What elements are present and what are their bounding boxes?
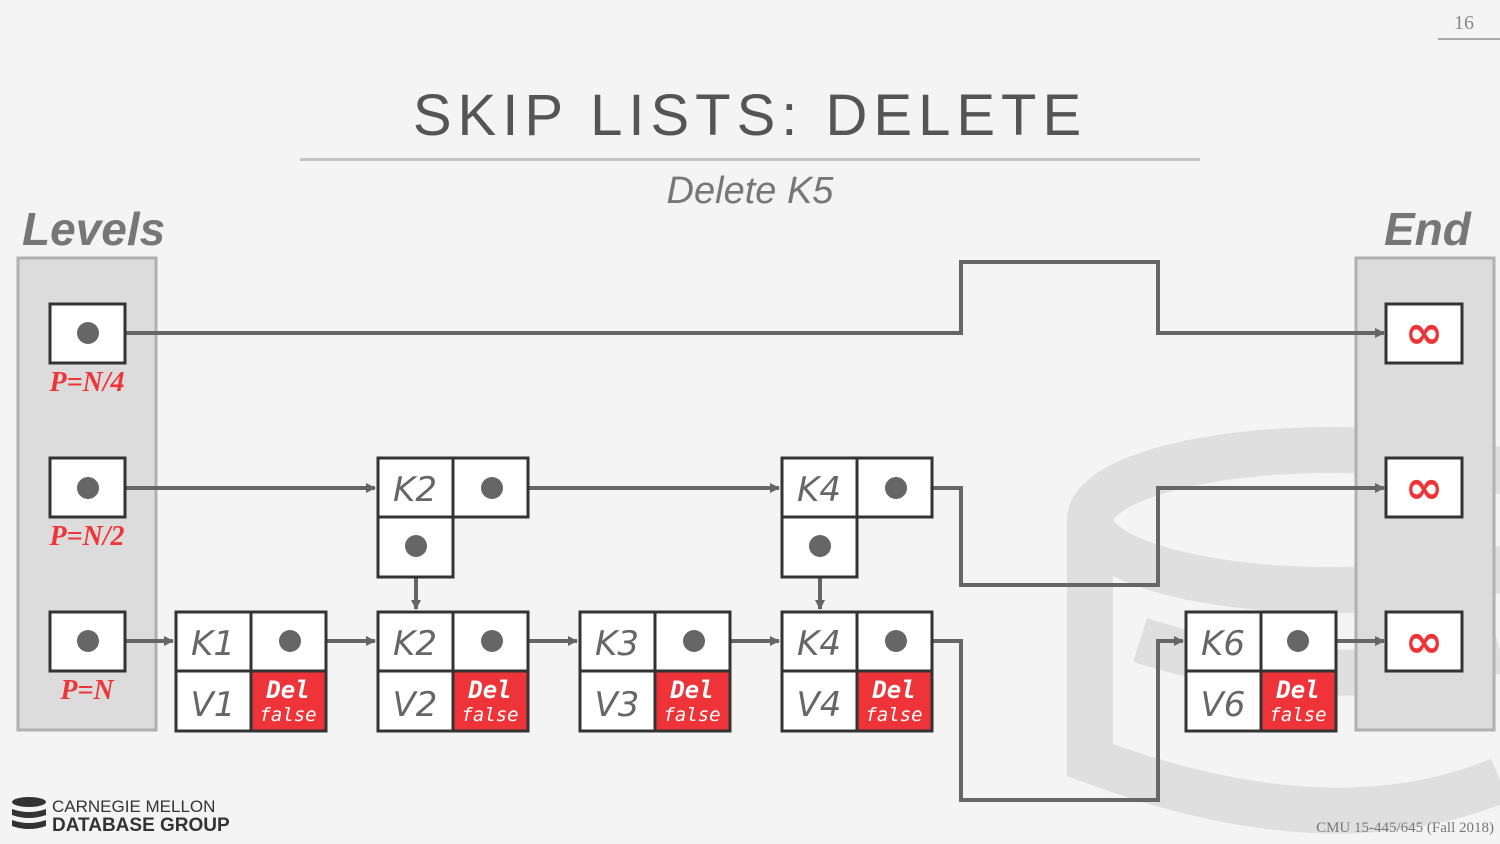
node-key: K4 [797,470,841,510]
pointer-dot [77,322,99,344]
deleted-flag-cell [855,669,934,733]
course-footer: CMU 15-445/645 (Fall 2018) [1316,820,1494,836]
cmu-db-logo-text: CARNEGIE MELLON DATABASE GROUP [52,797,230,835]
flag-label: Del [265,676,309,704]
pointer-dot [1287,630,1309,652]
level3-link [88,260,1385,338]
pointer-dot [77,630,99,652]
logo-line-2: DATABASE GROUP [52,815,230,836]
node-key: K2 [393,470,437,510]
infinity-symbol: ∞ [1405,614,1443,668]
node-key: K2 [393,624,437,664]
flag-label: Del [669,676,713,704]
level1-link-k4-k6 [896,636,1184,802]
node-value: V1 [191,685,236,725]
logo-line-1: CARNEGIE MELLON [52,797,216,816]
level1-node: K2 V2 Del false [376,610,530,733]
deleted-flag-cell [249,669,328,733]
node-key: K3 [595,624,639,664]
deleted-flag-cell [653,669,732,733]
level3-label: P=N/4 [48,367,124,398]
pointer-dot [809,535,831,557]
flag-value: false [1269,704,1326,726]
node-value: V3 [595,685,640,725]
level2-label: P=N/2 [48,521,124,552]
deleted-flag-cell [451,669,530,733]
node-value: V6 [1201,685,1246,725]
end-box-level1 [1384,610,1464,673]
level1-node: K4 V4 Del false [780,610,934,733]
level1-node: K3 V3 Del false [578,610,732,733]
node-key: K6 [1201,624,1245,664]
slide-title: SKIP LISTS: DELETE [412,83,1088,148]
flag-value: false [461,704,518,726]
level1-label: P=N [59,675,115,706]
flag-value: false [663,704,720,726]
level1-node: K6 V6 Del false [1184,610,1338,733]
node-value: V2 [393,685,438,725]
title-rule [300,158,1200,161]
end-label: End [1384,203,1471,255]
pointer-dot [481,477,503,499]
flag-value: false [865,704,922,726]
pointer-dot [279,630,301,652]
flag-label: Del [871,676,915,704]
node-key: K4 [797,624,841,664]
infinity-symbol: ∞ [1405,460,1443,514]
pointer-dot [885,630,907,652]
level2-link-k4-end [896,483,1385,587]
infinity-symbol: ∞ [1405,305,1443,359]
pointer-dot [77,477,99,499]
level2-node-k2: K2 [376,456,530,579]
node-value: V4 [797,685,842,725]
end-boxes: ∞ ∞ ∞ [1384,302,1464,673]
page-number-rule [1438,38,1500,40]
pointer-dot [683,630,705,652]
level2-node-k4: K4 [780,456,934,579]
flag-label: Del [467,676,511,704]
flag-value: false [259,704,316,726]
pointer-dot [405,535,427,557]
pointer-dot [481,630,503,652]
end-box-level3 [1384,302,1464,365]
level1-node: K1 V1 Del false [174,610,328,733]
page-number: 16 [1454,12,1474,34]
pointer-dot [885,477,907,499]
cmu-db-logo-icon [12,797,46,829]
flag-label: Del [1275,676,1319,704]
node-key: K1 [191,624,235,664]
level-head-boxes [48,302,127,673]
deleted-flag-cell [1259,669,1338,733]
slide-subtitle: Delete K5 [666,170,834,212]
end-box-level2 [1384,456,1464,519]
levels-label: Levels [22,203,166,255]
